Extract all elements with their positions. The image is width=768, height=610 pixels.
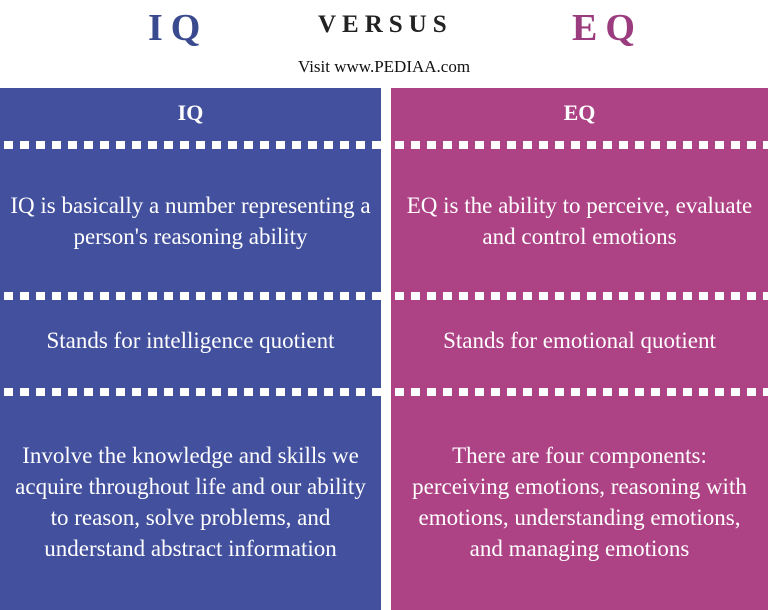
eq-column-heading: EQ: [563, 100, 596, 125]
dotted-divider: [391, 292, 768, 300]
iq-row-2-text: Stands for intelligence quotient: [46, 327, 335, 353]
dotted-divider: [0, 141, 381, 149]
eq-row-2-text: Stands for emotional quotient: [443, 327, 716, 353]
iq-row-3-text: Involve the knowledge and skills we acqu…: [15, 443, 366, 561]
dotted-divider: [391, 141, 768, 149]
title-eq: EQ: [572, 7, 643, 49]
eq-row-2: Stands for emotional quotient: [391, 304, 768, 376]
title-iq: IQ: [148, 7, 209, 49]
header: IQ VERSUS EQ Visit www.PEDIAA.com: [0, 0, 768, 88]
dotted-divider: [0, 388, 381, 396]
dotted-divider: [0, 292, 381, 300]
dotted-divider: [391, 388, 768, 396]
iq-row-1-text: IQ is basically a number representing a …: [10, 193, 371, 249]
eq-row-1: EQ is the ability to perceive, evaluate …: [391, 153, 768, 289]
iq-row-2: Stands for intelligence quotient: [0, 304, 381, 376]
iq-row-3: Involve the knowledge and skills we acqu…: [0, 402, 381, 602]
visit-link-text: Visit www.PEDIAA.com: [297, 57, 471, 76]
iq-row-1: IQ is basically a number representing a …: [0, 153, 381, 289]
title-versus: VERSUS: [318, 11, 453, 38]
iq-column-heading: IQ: [177, 100, 204, 125]
eq-column: EQ EQ is the ability to perceive, evalua…: [391, 88, 768, 610]
iq-column: IQ IQ is basically a number representing…: [0, 88, 381, 610]
eq-row-3: There are four components: perceiving em…: [391, 402, 768, 602]
eq-row-1-text: EQ is the ability to perceive, evaluate …: [406, 193, 753, 249]
eq-row-3-text: There are four components: perceiving em…: [412, 443, 747, 561]
